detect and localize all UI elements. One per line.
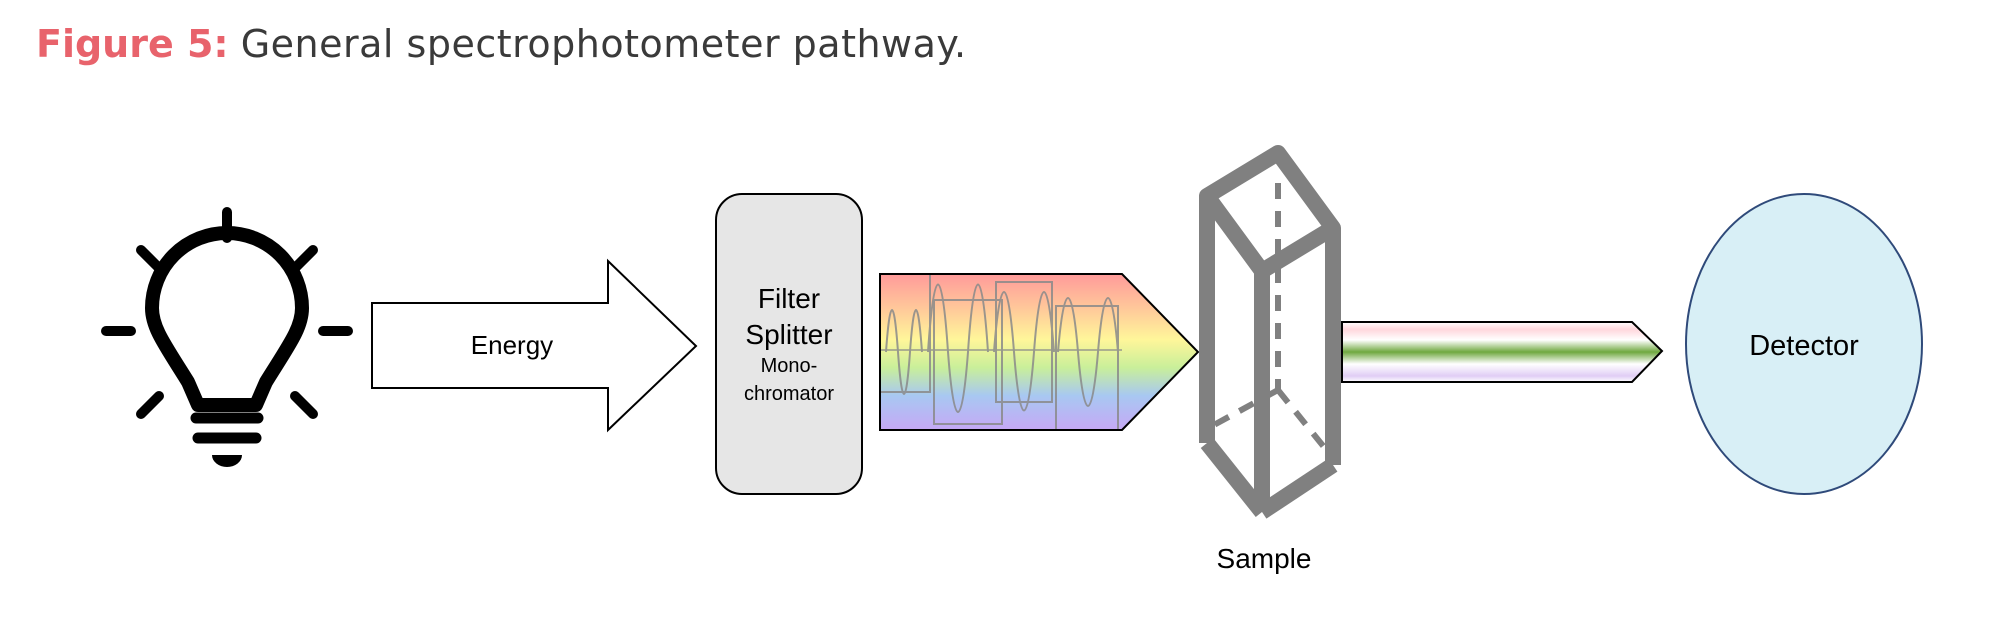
transmitted-beam — [1341, 321, 1664, 383]
mono-label: Mono- — [761, 355, 818, 377]
lightbulb-icon — [101, 207, 353, 467]
filter-box: Filter Splitter Mono- chromator — [715, 193, 863, 495]
detector: Detector — [1685, 193, 1923, 495]
sample-label: Sample — [1217, 543, 1312, 574]
figure-label: Figure 5: — [36, 22, 229, 66]
cuvette-icon — [1199, 145, 1341, 519]
figure-caption: Figure 5: General spectrophotometer path… — [36, 22, 967, 66]
wave-overlay — [880, 274, 1122, 430]
energy-label: Energy — [471, 330, 553, 360]
spectrum-beam — [879, 273, 1200, 431]
filter-label: Filter — [758, 283, 820, 314]
chromator-label: chromator — [744, 383, 834, 405]
splitter-label: Splitter — [745, 319, 832, 350]
figure-title: General spectrophotometer pathway. — [240, 22, 967, 66]
detector-label: Detector — [1749, 330, 1859, 362]
energy-arrow: Energy — [371, 258, 698, 433]
